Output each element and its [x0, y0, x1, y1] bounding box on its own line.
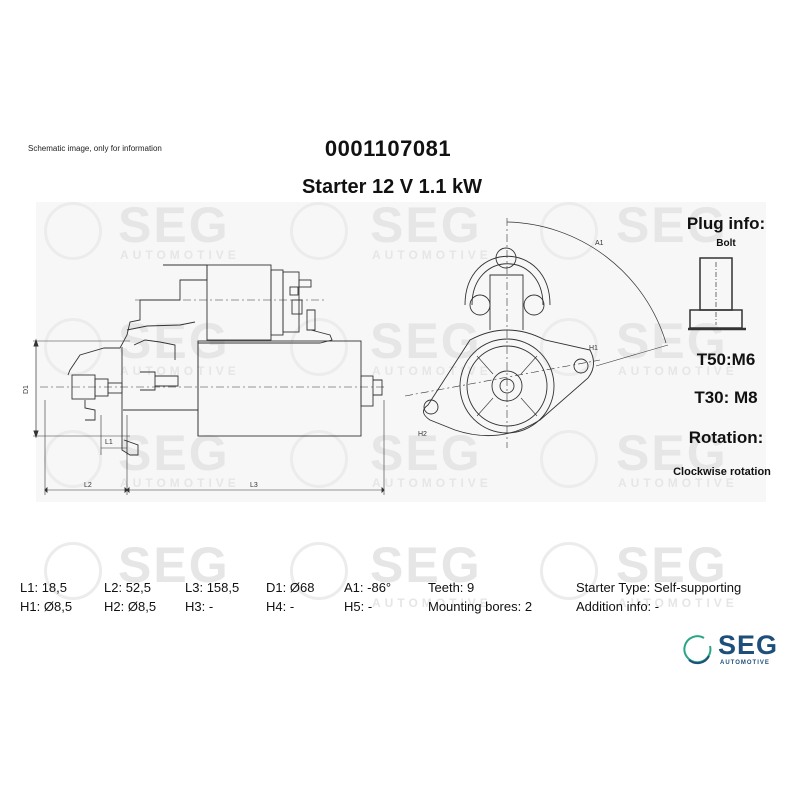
spec-h2: H2: Ø8,5: [104, 599, 157, 614]
t50-terminal: T50:M6: [696, 350, 756, 369]
spec-l2: L2: 52,5: [104, 580, 152, 595]
seg-automotive-logo: SEG AUTOMOTIVE: [682, 630, 792, 672]
svg-text:L2: L2: [84, 482, 92, 489]
svg-text:H2: H2: [418, 431, 427, 438]
watermark-sub: AUTOMOTIVE: [372, 248, 492, 262]
spec-h1: H1: Ø8,5: [20, 599, 73, 614]
plug-info-title: Plug info:: [686, 214, 766, 233]
svg-text:L3: L3: [250, 482, 258, 489]
spec-d1: D1: Ø68: [266, 580, 315, 595]
spec-h4: H4: -: [266, 599, 295, 614]
watermark-ring-icon: [290, 202, 348, 260]
watermark-ring-icon: [44, 318, 102, 376]
spec-teeth: Teeth: 9: [428, 580, 475, 595]
t30-terminal: T30: M8: [694, 388, 758, 407]
watermark-sub: AUTOMOTIVE: [120, 364, 240, 378]
spec-h5: H5: -: [344, 599, 373, 614]
spec-a1: A1: -86°: [344, 580, 392, 595]
motor-housing: [197, 340, 362, 437]
svg-text:L1: L1: [105, 439, 113, 446]
watermark-ring-icon: [290, 430, 348, 488]
svg-text:D1: D1: [23, 385, 30, 394]
watermark-sub: AUTOMOTIVE: [372, 364, 492, 378]
plug-type: Bolt: [716, 238, 736, 249]
watermark-brand: SEG: [118, 197, 230, 253]
watermark-sub: AUTOMOTIVE: [372, 476, 492, 490]
watermark-sub: AUTOMOTIVE: [618, 596, 738, 610]
watermark-brand: SEG: [370, 425, 482, 481]
spec-l1: L1: 18,5: [20, 580, 68, 595]
watermark-ring-icon: [290, 542, 348, 600]
logo-ring-icon: [683, 635, 712, 665]
watermark-ring-icon: [540, 318, 598, 376]
schematic-note: Schematic image, only for information: [28, 144, 162, 153]
watermark-sub: AUTOMOTIVE: [618, 476, 738, 490]
product-title: Starter 12 V 1.1 kW: [301, 176, 483, 198]
watermark-brand: SEG: [370, 537, 482, 593]
front-view: [404, 218, 669, 448]
watermark-ring-icon: [44, 430, 102, 488]
watermark-sub: AUTOMOTIVE: [120, 476, 240, 490]
watermark-ring-icon: [540, 430, 598, 488]
spec-mounting-bores: Mounting bores: 2: [428, 599, 533, 614]
watermark-brand: SEG: [370, 313, 482, 369]
watermark-sub: AUTOMOTIVE: [618, 364, 738, 378]
watermark-ring-icon: [290, 318, 348, 376]
watermark-brand: SEG: [370, 197, 482, 253]
svg-text:A1: A1: [595, 240, 604, 247]
watermark-ring-icon: [44, 542, 102, 600]
watermark-ring-icon: [540, 542, 598, 600]
watermark-brand: SEG: [616, 537, 728, 593]
svg-text:H1: H1: [589, 345, 598, 352]
bolt-icon: [688, 257, 746, 331]
watermark-brand: SEG: [118, 537, 230, 593]
spec-l3: L3: 158,5: [185, 580, 240, 595]
watermark-brand: SEG: [616, 313, 728, 369]
rotation-title: Rotation:: [688, 428, 764, 447]
spec-starter-type: Starter Type: Self-supporting: [576, 580, 742, 595]
spec-h3: H3: -: [185, 599, 214, 614]
watermark-ring-icon: [540, 202, 598, 260]
watermark-brand: SEG: [616, 425, 728, 481]
watermark-ring-icon: [44, 202, 102, 260]
logo-brand: SEG: [718, 630, 779, 660]
watermark-sub: AUTOMOTIVE: [372, 596, 492, 610]
rotation-value: Clockwise rotation: [673, 466, 771, 478]
watermark-brand: SEG: [616, 197, 728, 253]
logo-sub: AUTOMOTIVE: [720, 660, 770, 666]
spec-addition-info: Addition info: -: [576, 599, 660, 614]
watermark-sub: AUTOMOTIVE: [120, 248, 240, 262]
part-number: 0001107081: [324, 136, 452, 161]
